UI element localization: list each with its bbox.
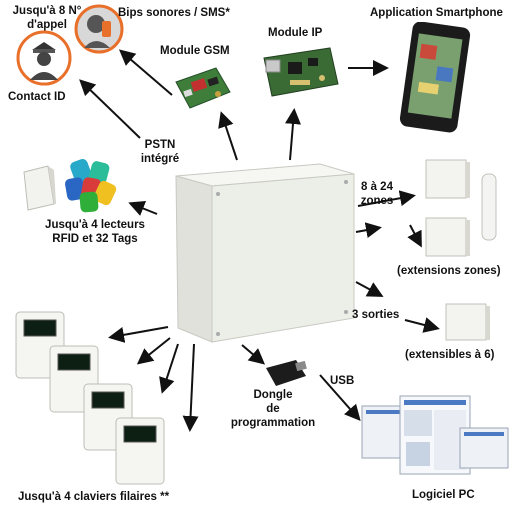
- central-panel-image: [168, 158, 358, 346]
- zone-extensions-label: (extensions zones): [397, 265, 501, 277]
- arrow-outputs-to-ext: [404, 317, 440, 333]
- arrow-to-keypad-1: [108, 326, 169, 343]
- gsm-module-image: [172, 62, 232, 112]
- arrow-to-zones: [357, 190, 416, 207]
- zone-extension-1-image: [422, 156, 472, 202]
- outputs-label: 3 sorties: [352, 309, 400, 321]
- beeps-sms-label: Bips sonores / SMS*: [118, 7, 230, 19]
- door-contact-image: [474, 172, 504, 244]
- pstn-label: PSTN intégré: [140, 139, 180, 165]
- contact-id-label: Contact ID: [8, 91, 66, 103]
- module-ip-label: Module IP: [268, 27, 323, 39]
- contact-id-icon: [16, 30, 72, 86]
- rfid-label: Jusqu'à 4 lecteurs RFID et 32 Tags: [45, 219, 145, 245]
- zone-extension-2-image: [422, 214, 472, 260]
- dongle-label: Dongle de programmation: [230, 389, 316, 429]
- module-gsm-label: Module GSM: [160, 45, 230, 57]
- arrow-to-keypad-3: [159, 343, 179, 394]
- arrow-to-keypad-4: [182, 343, 199, 432]
- arrow-zones-down: [407, 224, 422, 248]
- arrow-to-gsm: [218, 111, 238, 161]
- pc-software-label: Logiciel PC: [412, 489, 475, 501]
- usb-label: USB: [330, 375, 355, 387]
- arrow-to-contact-id: [79, 79, 141, 139]
- keypads-image: [10, 310, 180, 494]
- output-extension-image: [440, 300, 494, 344]
- calls-label: Jusqu'à 8 N° d'appel: [12, 5, 82, 31]
- arrow-to-dongle: [241, 344, 266, 365]
- outputs-extension-label: (extensibles à 6): [405, 349, 495, 361]
- arrow-to-ip: [285, 108, 301, 161]
- arrow-to-gsm-to-sms: [118, 49, 173, 96]
- dongle-image: [262, 356, 312, 392]
- zones-label: 8 à 24 zones: [360, 181, 394, 207]
- arrow-to-keypad-2: [136, 337, 171, 365]
- smartphone-image: [392, 21, 472, 134]
- arrow-zones-to-extensions: [355, 222, 382, 239]
- rfid-reader-image: [18, 164, 58, 212]
- pc-software-image: [360, 392, 510, 478]
- keypads-label: Jusqu'à 4 claviers filaires **: [18, 491, 170, 503]
- keypad-4: [115, 417, 165, 485]
- rfid-tags-image: [62, 156, 120, 214]
- ip-module-image: [260, 44, 340, 100]
- app-smartphone-label: Application Smartphone: [370, 7, 503, 19]
- arrow-to-rfid: [128, 201, 158, 216]
- arrow-to-outputs: [355, 281, 384, 297]
- arrow-to-usb: [319, 374, 361, 421]
- sms-icon: [74, 4, 124, 54]
